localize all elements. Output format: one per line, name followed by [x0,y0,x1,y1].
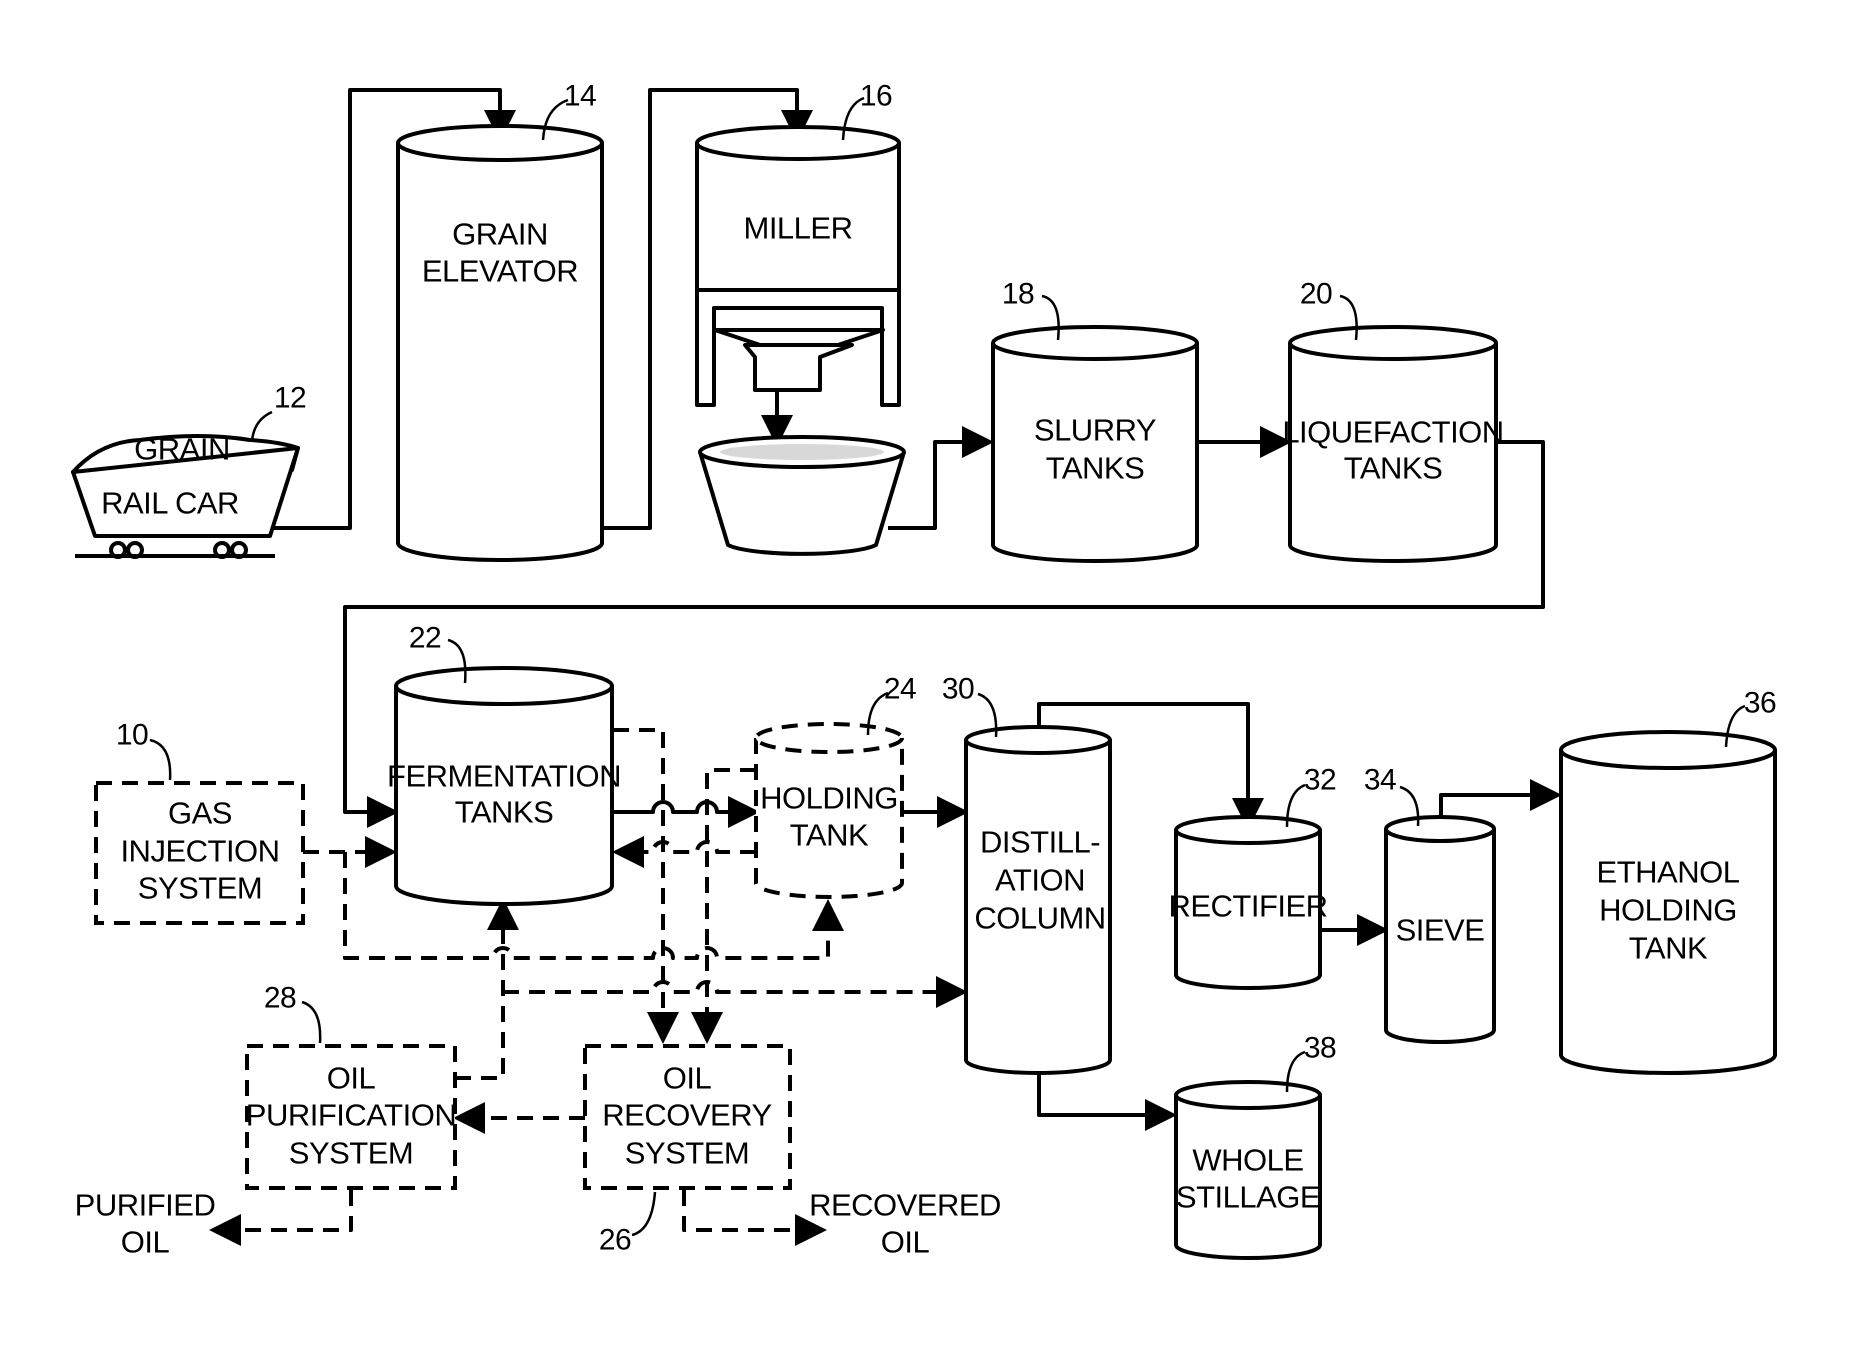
ref-32: 32 [1304,764,1336,797]
flow-fermentation-to-holding [613,802,756,812]
liquefaction-tanks: LIQUEFACTION TANKS 20 [1282,278,1503,562]
holding-tank-label-1: HOLDING [760,781,898,816]
output-labels: PURIFIED OIL RECOVERED OIL [75,1188,1001,1260]
flow-holding-to-fermentation [616,842,756,852]
sieve-label: SIEVE [1396,913,1485,948]
grain-elevator: GRAIN ELEVATOR 14 [398,80,602,561]
milled-grain-bowl [700,437,904,554]
ref-10: 10 [116,719,148,752]
holding-tank: HOLDING TANK 24 [756,673,916,898]
ref-26: 26 [599,1224,631,1257]
ref-24: 24 [884,673,916,706]
ref-12: 12 [274,382,306,415]
distillation-column: DISTILL- ATION COLUMN 30 [942,673,1110,1074]
fermentation-tanks: FERMENTATION TANKS 22 [387,622,621,904]
oil-purification-label-1: OIL [327,1061,376,1096]
gas-injection-label-3: SYSTEM [138,871,262,906]
flow-distillation-to-stillage [1039,1070,1173,1115]
recovered-oil-label-1: RECOVERED [809,1188,1001,1223]
ethanol-label-2: HOLDING [1599,893,1737,928]
liquefaction-tanks-label-1: LIQUEFACTION [1282,415,1503,450]
distillation-label-3: COLUMN [974,901,1105,936]
slurry-tanks: SLURRY TANKS 18 [993,278,1197,562]
fermentation-tanks-label-2: TANKS [455,795,554,830]
holding-tank-label-2: TANK [790,818,869,853]
ref-22: 22 [409,622,441,655]
rail-car-label-1: GRAIN [134,432,230,467]
ref-38: 38 [1304,1032,1336,1065]
slurry-tanks-label-2: TANKS [1046,451,1145,486]
flow-to-recovered-oil [684,1190,823,1230]
grain-elevator-label-1: GRAIN [452,217,548,252]
gas-injection-label-1: GAS [168,796,232,831]
flow-oil-purification-to-distillation [503,982,964,992]
ref-14: 14 [564,80,596,113]
ethanol-holding-tank: ETHANOL HOLDING TANK 36 [1561,687,1776,1074]
grain-elevator-label-2: ELEVATOR [422,254,578,289]
fermentation-tanks-label-1: FERMENTATION [387,759,621,794]
distillation-label-2: ATION [995,863,1085,898]
flow-to-purified-oil [213,1190,351,1230]
slurry-tanks-label-1: SLURRY [1034,413,1156,448]
oil-purification-label-2: PURIFICATION [246,1098,456,1133]
recovered-oil-label-2: OIL [881,1225,930,1260]
ref-20: 20 [1300,278,1332,311]
purified-oil-label-1: PURIFIED [75,1188,216,1223]
gas-injection-system: GAS INJECTION SYSTEM 10 [96,719,303,924]
ref-18: 18 [1002,278,1034,311]
rectifier: RECTIFIER 32 [1168,764,1336,989]
oil-purification-system: OIL PURIFICATION SYSTEM 28 [246,982,456,1189]
miller: MILLER 16 [697,80,899,406]
ref-34: 34 [1364,764,1396,797]
rectifier-label: RECTIFIER [1168,889,1327,924]
grain-elevator-body [398,143,602,560]
ref-30: 30 [942,673,974,706]
ethanol-label-3: TANK [1629,931,1708,966]
rail-car-label-2: RAIL CAR [101,486,239,521]
sieve: SIEVE 34 [1364,764,1494,1043]
whole-stillage-label-1: WHOLE [1192,1143,1303,1178]
oil-purification-label-3: SYSTEM [289,1136,413,1171]
liquefaction-tanks-label-2: TANKS [1344,451,1443,486]
distillation-label-1: DISTILL- [980,825,1100,860]
whole-stillage: WHOLE STILLAGE 38 [1176,1032,1336,1259]
flow-oil-purification-to-fermentation [455,902,503,1078]
ref-28: 28 [264,982,296,1015]
grain-rail-car: GRAIN RAIL CAR 12 [73,382,306,558]
ref-36: 36 [1744,687,1776,720]
oil-recovery-label-1: OIL [663,1061,712,1096]
ethanol-label-1: ETHANOL [1597,855,1740,890]
miller-label: MILLER [744,211,853,246]
gas-injection-label-2: INJECTION [120,834,279,869]
oil-recovery-label-3: SYSTEM [625,1136,749,1171]
oil-recovery-label-2: RECOVERY [602,1098,771,1133]
ref-16: 16 [860,80,892,113]
purified-oil-label-2: OIL [121,1225,170,1260]
oil-recovery-system: OIL RECOVERY SYSTEM 26 [585,1046,790,1257]
whole-stillage-label-2: STILLAGE [1176,1180,1320,1215]
